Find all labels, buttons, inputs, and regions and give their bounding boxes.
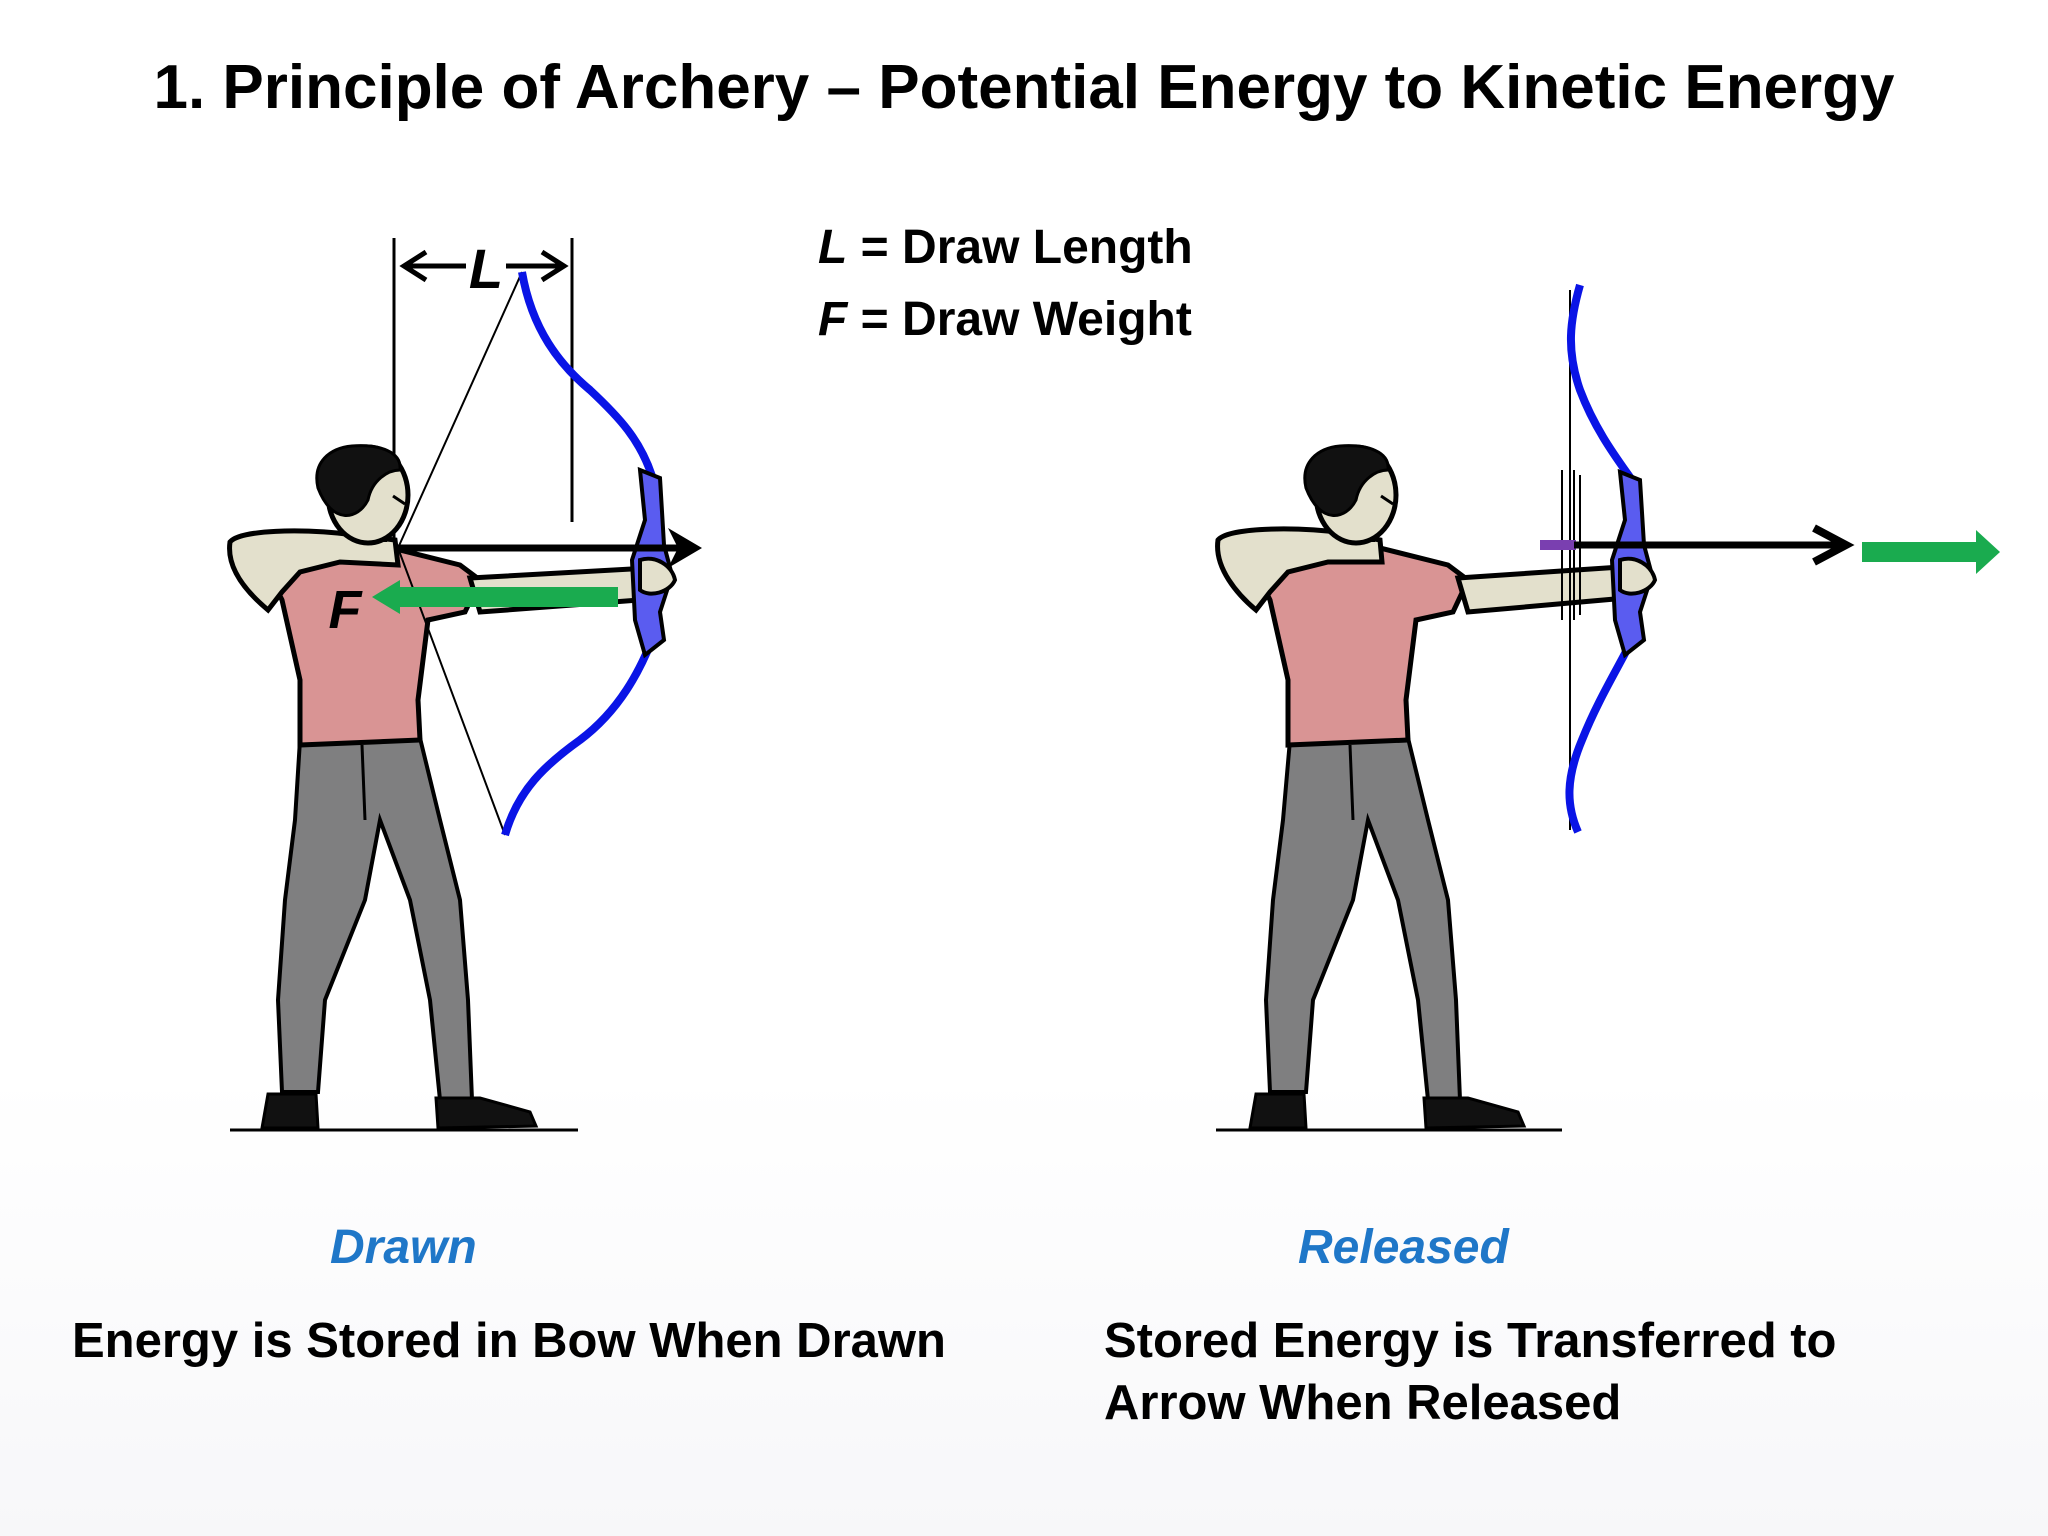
- released-caption-line1: Stored Energy is Transferred to: [1104, 1314, 1837, 1368]
- motion-arrow-icon: [1862, 530, 2000, 574]
- draw-length-arrow-icon: [399, 249, 569, 283]
- released-state-label: Released: [1298, 1221, 1509, 1274]
- archer-released-figure: [1215, 283, 2000, 1132]
- slide-title: 1. Principle of Archery – Potential Ener…: [153, 53, 1895, 122]
- bow-lower-limb: [501, 638, 656, 837]
- archer-drawn-figure: L: [227, 237, 702, 1132]
- pants: [1263, 735, 1463, 1102]
- legend-weight-symbol: F: [818, 293, 848, 346]
- bow-upper-limb: [1566, 283, 1636, 483]
- bow-hand: [1618, 556, 1658, 596]
- arrow-icon: [398, 528, 702, 568]
- legend-draw-weight: F = Draw Weight: [818, 290, 1192, 350]
- draw-arm: [227, 528, 401, 614]
- archer-head: [1303, 444, 1399, 546]
- legend-length-symbol: L: [818, 221, 848, 274]
- force-marker-label: F: [329, 580, 364, 640]
- bow-lower-limb: [1565, 638, 1636, 834]
- released-caption-line2: Arrow When Released: [1104, 1376, 1622, 1430]
- draw-arm: [1215, 526, 1385, 614]
- right-shoe: [434, 1096, 539, 1130]
- drawn-caption: Energy is Stored in Bow When Drawn: [72, 1314, 946, 1368]
- pants: [275, 735, 475, 1102]
- arrow-icon: [1540, 524, 1855, 566]
- left-shoe: [1248, 1092, 1308, 1130]
- archer-head: [315, 444, 411, 546]
- force-arrow-icon: [372, 580, 618, 614]
- legend-draw-length: L = Draw Length: [818, 218, 1193, 278]
- bow-hand: [638, 556, 678, 596]
- length-marker-label: L: [469, 237, 503, 300]
- drawn-state-label: Drawn: [330, 1221, 477, 1274]
- bow-upper-limb: [518, 271, 656, 478]
- legend-length-text: = Draw Length: [847, 221, 1193, 274]
- left-shoe: [260, 1092, 320, 1130]
- right-shoe: [1422, 1096, 1527, 1130]
- legend-weight-text: = Draw Weight: [847, 293, 1192, 346]
